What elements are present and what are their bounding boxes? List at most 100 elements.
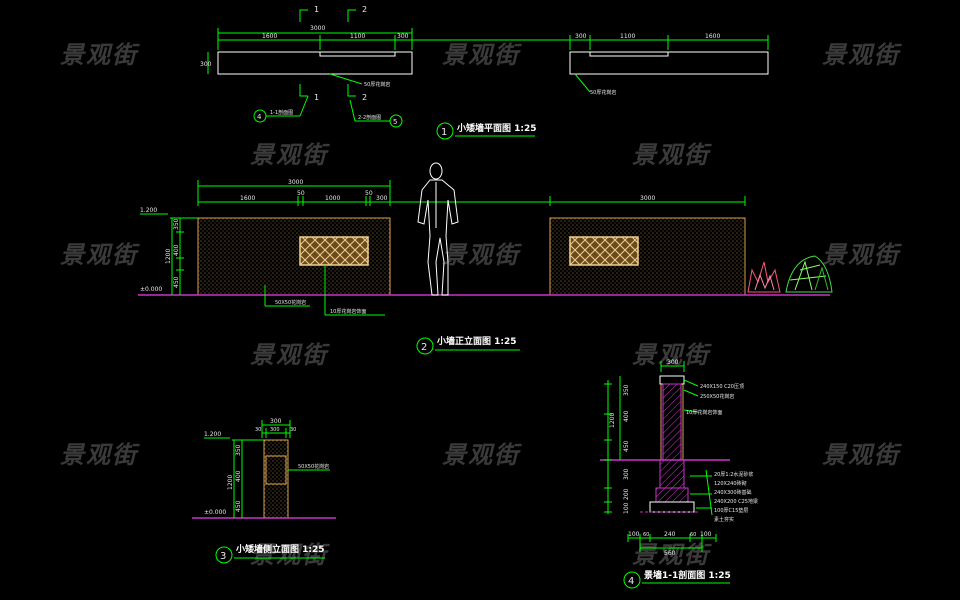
side-height: 1.200 [204, 431, 221, 438]
plan-dim: 1600 [262, 33, 277, 40]
watermark: 景观街 [60, 241, 138, 269]
elev-title-number: 2 [421, 342, 427, 353]
section-note: 240X150 C20压顶 [700, 384, 744, 390]
plan-dim: 1100 [620, 33, 635, 40]
watermark: 景观街 [632, 541, 710, 569]
plan-dim: 300 [397, 33, 409, 40]
section-height: 300 [623, 468, 630, 480]
section-height: 450 [623, 440, 630, 452]
side-height: 350 [235, 444, 242, 456]
front-elevation: 3000 1600 50 1000 50 300 3000 1.200 350 … [138, 162, 833, 355]
section-height: 400 [623, 410, 630, 422]
plan-note-left: 50厚花岗岩 [364, 81, 390, 88]
plan-callout-left: 1-1剖面图 [270, 109, 293, 116]
plan-title: 小矮墙平面图 1:25 [456, 122, 537, 134]
section-bottom-dim: 240 [664, 531, 676, 538]
section-note: 100厚C15垫层 [714, 507, 748, 514]
section-bottom-dim: 60 [643, 532, 649, 538]
section-mark: 1 [314, 93, 319, 102]
watermark: 景观街 [442, 41, 520, 69]
side-height: 450 [235, 500, 242, 512]
base-slab [649, 501, 695, 513]
shrub-planting [747, 255, 833, 293]
watermark: 景观街 [632, 141, 710, 169]
side-height: ±0.000 [204, 509, 226, 516]
side-note: 50X50花岗岩 [298, 463, 329, 470]
side-wall [263, 439, 289, 519]
lattice-panel-right [569, 236, 639, 266]
plan-dim: 300 [575, 33, 587, 40]
elev-dim-total: 3000 [288, 179, 303, 186]
section-title-number: 4 [628, 576, 634, 587]
plan-dim-total: 3000 [310, 25, 325, 32]
section-bottom-dim: 560 [664, 550, 676, 557]
elev-height: 1.200 [140, 207, 157, 214]
watermark: 景观街 [822, 41, 900, 69]
brick-wall-section [662, 383, 682, 461]
side-dim: 30 [290, 427, 296, 433]
watermark: 景观街 [442, 441, 520, 469]
watermark: 景观街 [250, 141, 328, 169]
watermark: 景观街 [822, 441, 900, 469]
elev-dim: 1000 [325, 195, 340, 202]
section-note: 240X200 C25地梁 [714, 498, 758, 505]
footing [655, 487, 689, 503]
section-note: 10厚花岗岩饰面 [686, 409, 722, 416]
plan-title-number: 1 [441, 127, 447, 138]
human-figure [417, 162, 459, 296]
watermark: 景观街 [250, 541, 328, 569]
section-height: 350 [623, 384, 630, 396]
section-mark: 1 [314, 5, 319, 14]
elev-height: 400 [173, 244, 180, 256]
lattice-panel-left [299, 236, 369, 266]
watermark: 景观街 [60, 41, 138, 69]
elev-dim: 1600 [240, 195, 255, 202]
elev-note: 10厚花岗岩饰面 [330, 308, 366, 315]
elev-height: 1200 [165, 249, 172, 264]
plan-dim: 1100 [350, 33, 365, 40]
section-height: 100 [623, 502, 630, 514]
section-mark: 2 [362, 5, 367, 14]
plan-depth: 300 [200, 61, 212, 68]
side-title: 小矮墙侧立面图 1:25 [235, 543, 325, 555]
section-height: 200 [623, 488, 630, 500]
section-mark: 2 [362, 93, 367, 102]
section-bottom-dim: 100 [700, 531, 712, 538]
section-title: 景墙1-1剖面图 1:25 [644, 569, 731, 581]
elev-dim: 3000 [640, 195, 655, 202]
section-note: 250X50花岗岩 [700, 393, 734, 400]
section-view: 300 350 400 450 1200 300 200 1 [600, 359, 758, 589]
coping [659, 375, 685, 385]
elev-dim: 50 [297, 190, 305, 197]
section-bottom-dim: 60 [690, 532, 696, 538]
side-elevation: 300 30 300 30 1.200 350 400 1200 450 ±0.… [192, 418, 336, 564]
section-note: 20厚1:2水泥砂浆 [714, 471, 753, 478]
watermark: 景观街 [250, 341, 328, 369]
section-height: 1200 [609, 413, 616, 428]
side-title-number: 3 [220, 551, 226, 562]
plan-note-right: 50厚花岗岩 [590, 89, 616, 96]
section-bottom-dim: 100 [628, 531, 640, 538]
elev-height: 350 [173, 218, 180, 230]
section-note: 120X240砖砌 [714, 480, 747, 487]
watermark: 景观街 [442, 241, 520, 269]
plan-ref-left: 4 [257, 113, 262, 121]
elev-height: 450 [173, 276, 180, 288]
section-note: 素土夯实 [714, 516, 734, 523]
elev-note: 50X50花岗岩 [275, 299, 306, 306]
watermark: 景观街 [60, 441, 138, 469]
elev-dim: 300 [376, 195, 388, 202]
section-top-dim: 300 [667, 359, 679, 366]
section-note: 240X300砖基础 [714, 489, 752, 496]
watermark: 景观街 [632, 341, 710, 369]
side-height: 400 [235, 470, 242, 482]
side-dim: 300 [270, 418, 282, 425]
side-height: 1200 [227, 475, 234, 490]
plan-view: 3000 1600 1100 300 300 1100 1600 300 1 2… [200, 5, 769, 140]
plan-ref-right: 5 [393, 118, 397, 126]
plan-dim: 1600 [705, 33, 720, 40]
plan-callout-right: 2-2剖面图 [358, 114, 381, 121]
watermark: 景观街 [822, 241, 900, 269]
